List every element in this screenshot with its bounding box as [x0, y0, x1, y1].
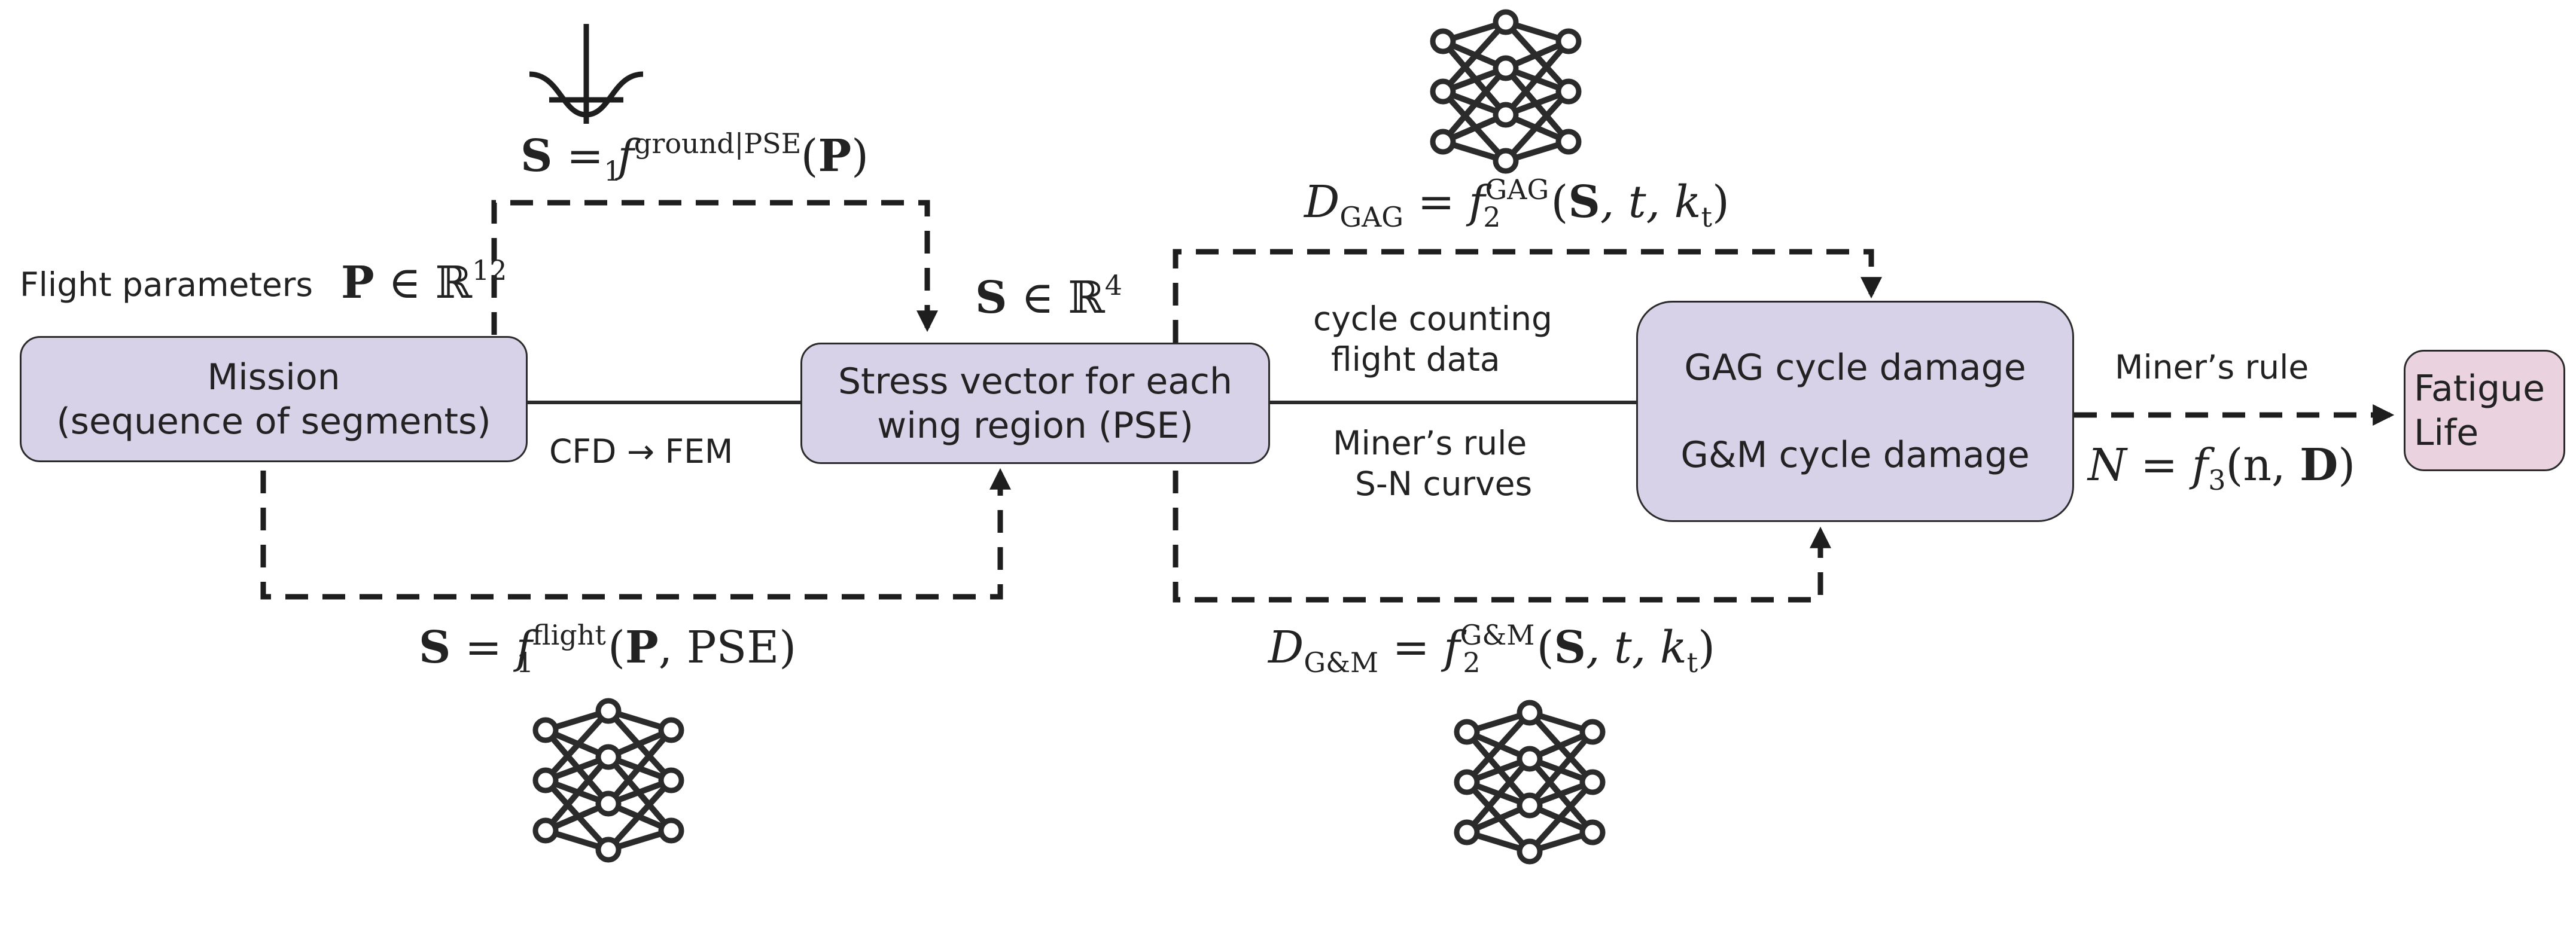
node-life-line1: Fatigue — [2414, 367, 2545, 410]
label-sn-curves: S-N curves — [1355, 465, 1533, 503]
node-stress-line1: Stress vector for each — [838, 360, 1233, 402]
label-cfd-fem: CFD → FEM — [549, 432, 733, 471]
node-mission-line1: Mission — [207, 356, 340, 398]
equation-f1-flight: S = fflight1(P, PSE) — [419, 619, 797, 679]
math-flight-parameters-space: P ∈ ℝ12 — [341, 254, 507, 309]
equation-d-gag: DGAG = fGAG2(S, t, kt) — [1304, 173, 1729, 233]
node-stress-line2: wing region (PSE) — [877, 404, 1193, 447]
label-miners-rule-mid: Miner’s rule — [1333, 424, 1527, 462]
equation-f1-ground: S = fground|PSE1(P) — [520, 127, 869, 187]
equation-d-gm: DG&M = fG&M2(S, t, kt) — [1268, 619, 1716, 679]
label-miners-rule-right: Miner’s rule — [2115, 348, 2309, 386]
equation-fatigue-life: N = f3(n, D) — [2088, 439, 2356, 496]
neural-network-icon — [535, 701, 681, 860]
node-stress-vector: Stress vector for each wing region (PSE) — [800, 343, 1270, 464]
edge-ground-surrogate — [491, 200, 938, 335]
gaussian-kernel-icon — [529, 24, 644, 124]
edge-gm-surrogate — [1173, 471, 1831, 603]
node-cycle-damage: GAG cycle damage G&M cycle damage — [1636, 301, 2074, 522]
neural-network-icon — [1433, 12, 1579, 171]
edge-flight-surrogate — [260, 468, 1011, 600]
node-fatigue-life: Fatigue Life — [2404, 350, 2565, 471]
node-life-line2: Life — [2414, 411, 2479, 454]
edge-gag-surrogate — [1173, 249, 1882, 343]
node-damage-line2: G&M cycle damage — [1680, 434, 2030, 476]
node-damage-line1: GAG cycle damage — [1684, 347, 2026, 389]
neural-network-icon — [1457, 703, 1603, 862]
label-flight-parameters: Flight parameters — [20, 265, 313, 304]
node-mission: Mission (sequence of segments) — [20, 336, 528, 462]
math-stress-space: S ∈ ℝ4 — [975, 269, 1123, 323]
label-cycle-counting: cycle counting — [1313, 300, 1552, 338]
label-flight-data: flight data — [1331, 340, 1500, 378]
node-mission-line2: (sequence of segments) — [56, 400, 491, 442]
